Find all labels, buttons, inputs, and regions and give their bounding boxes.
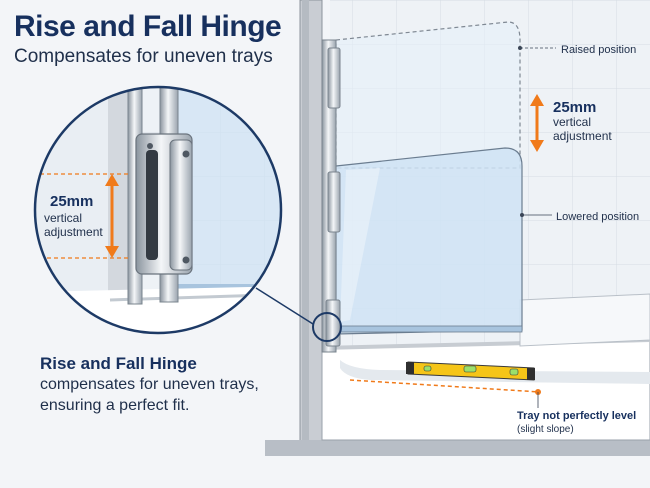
zoom-adjustment-value: 25mm	[50, 193, 94, 210]
spirit-level-icon	[406, 361, 535, 381]
tray-level-heading: Tray not perfectly level	[517, 410, 637, 422]
zoom-adjustment-label-1: vertical	[44, 211, 83, 225]
tray-slope-line	[349, 379, 541, 393]
zoom-adjustment-label-2: adjustment	[44, 225, 103, 239]
caption-heading: Rise and Fall Hinge	[40, 354, 197, 373]
hinge-detail-marker	[312, 312, 342, 342]
glass-raised-ghost	[335, 21, 521, 169]
caption-line-1: compensates for uneven trays,	[40, 376, 259, 393]
tray-level-subtext: (slight slope)	[517, 424, 574, 435]
raised-position-label: Raised position	[561, 44, 637, 56]
main-adjustment-value: 25mm	[553, 99, 597, 116]
glass-bottom-edge	[335, 325, 523, 333]
zoom-adjustment-arrow-icon	[105, 174, 119, 258]
main-adjustment-arrow-icon	[530, 94, 544, 152]
page-title: Rise and Fall Hinge	[14, 10, 282, 43]
lowered-position-label: Lowered position	[556, 211, 640, 223]
caption-line-2: ensuring a perfect fit.	[40, 397, 190, 414]
floor-strip	[265, 440, 650, 460]
main-adjustment-label-2: adjustment	[553, 129, 612, 143]
main-adjustment-label-1: vertical	[553, 115, 592, 129]
glass-lowered	[335, 147, 523, 335]
zoom-connector-line	[255, 287, 314, 325]
page-subtitle: Compensates for uneven trays	[14, 46, 273, 67]
zoom-circle-border	[33, 85, 283, 335]
shower-tray	[321, 339, 650, 441]
